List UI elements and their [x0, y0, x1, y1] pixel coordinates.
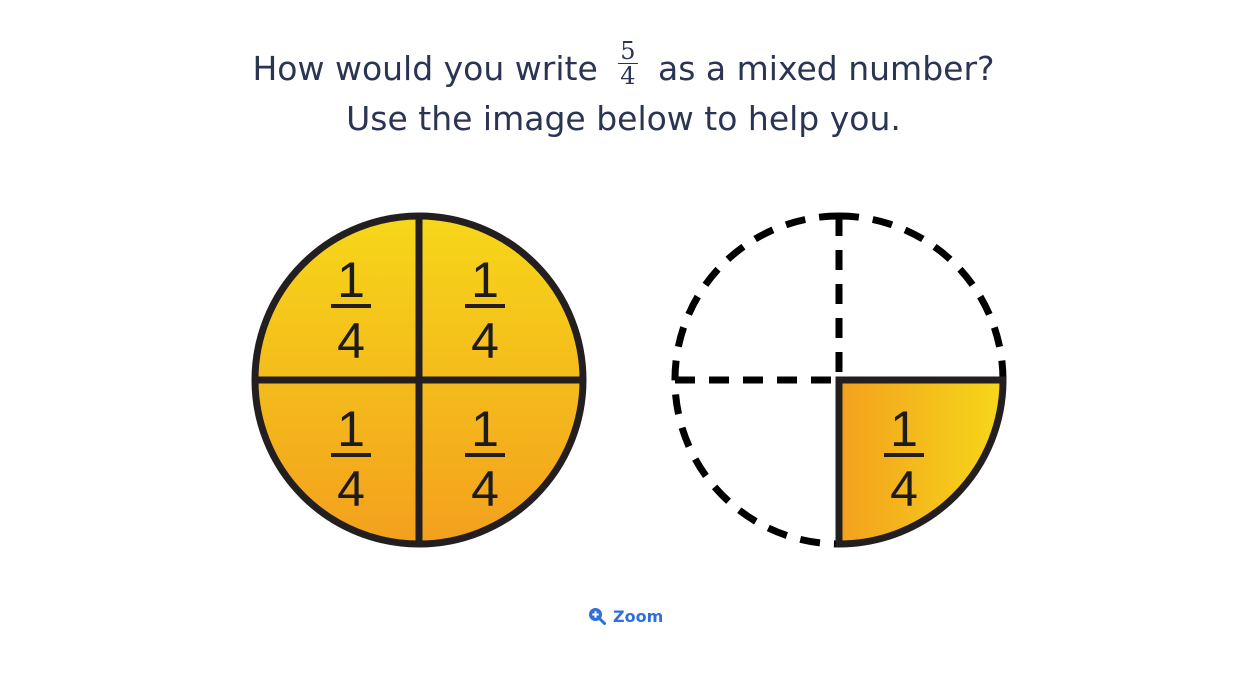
question-prefix: How would you write — [252, 49, 598, 88]
partial-circle-dashed-top-right-outline — [838, 212, 1007, 381]
fraction-bar — [618, 63, 638, 64]
quarter-label-denominator: 4 — [337, 461, 365, 517]
quarter-label-numerator: 1 — [471, 252, 499, 308]
quarter-label-denominator: 4 — [337, 313, 365, 369]
quarter-label-bottom-right: 1 4 — [465, 401, 505, 517]
quarter-label-denominator: 4 — [890, 461, 918, 517]
quarter-label-denominator: 4 — [471, 461, 499, 517]
quarter-label-top-right: 1 4 — [465, 252, 505, 369]
question-suffix: as a mixed number? — [658, 49, 995, 88]
zoom-in-icon — [588, 607, 606, 625]
fraction-circles-svg: 1 4 1 4 1 4 1 4 — [251, 212, 1007, 548]
quarter-label-numerator: 1 — [337, 252, 365, 308]
whole-circle: 1 4 1 4 1 4 1 4 — [251, 212, 587, 548]
question-line-1: How would you write 5 4 as a mixed numbe… — [0, 39, 1247, 94]
zoom-label: Zoom — [613, 606, 664, 626]
question-line-2: Use the image below to help you. — [346, 99, 901, 138]
quarter-label-numerator: 1 — [471, 401, 499, 457]
fraction-denominator: 4 — [620, 62, 636, 90]
quarter-label-denominator: 4 — [471, 313, 499, 369]
partial-circle: 1 4 — [671, 212, 1007, 548]
question-text: How would you write 5 4 as a mixed numbe… — [0, 39, 1247, 144]
quarter-label-bottom-left: 1 4 — [331, 401, 371, 517]
shaded-quarter — [835, 376, 1007, 548]
quarter-label-numerator: 1 — [890, 401, 918, 457]
fraction-numerator: 5 — [620, 37, 636, 65]
quarter-label-top-left: 1 4 — [331, 252, 371, 369]
quarter-label-numerator: 1 — [337, 401, 365, 457]
shaded-quarter-label: 1 4 — [884, 401, 924, 517]
question-fraction: 5 4 — [618, 37, 638, 90]
fraction-circles-figure: 1 4 1 4 1 4 1 4 — [240, 200, 1020, 560]
zoom-button[interactable]: Zoom — [588, 604, 663, 628]
